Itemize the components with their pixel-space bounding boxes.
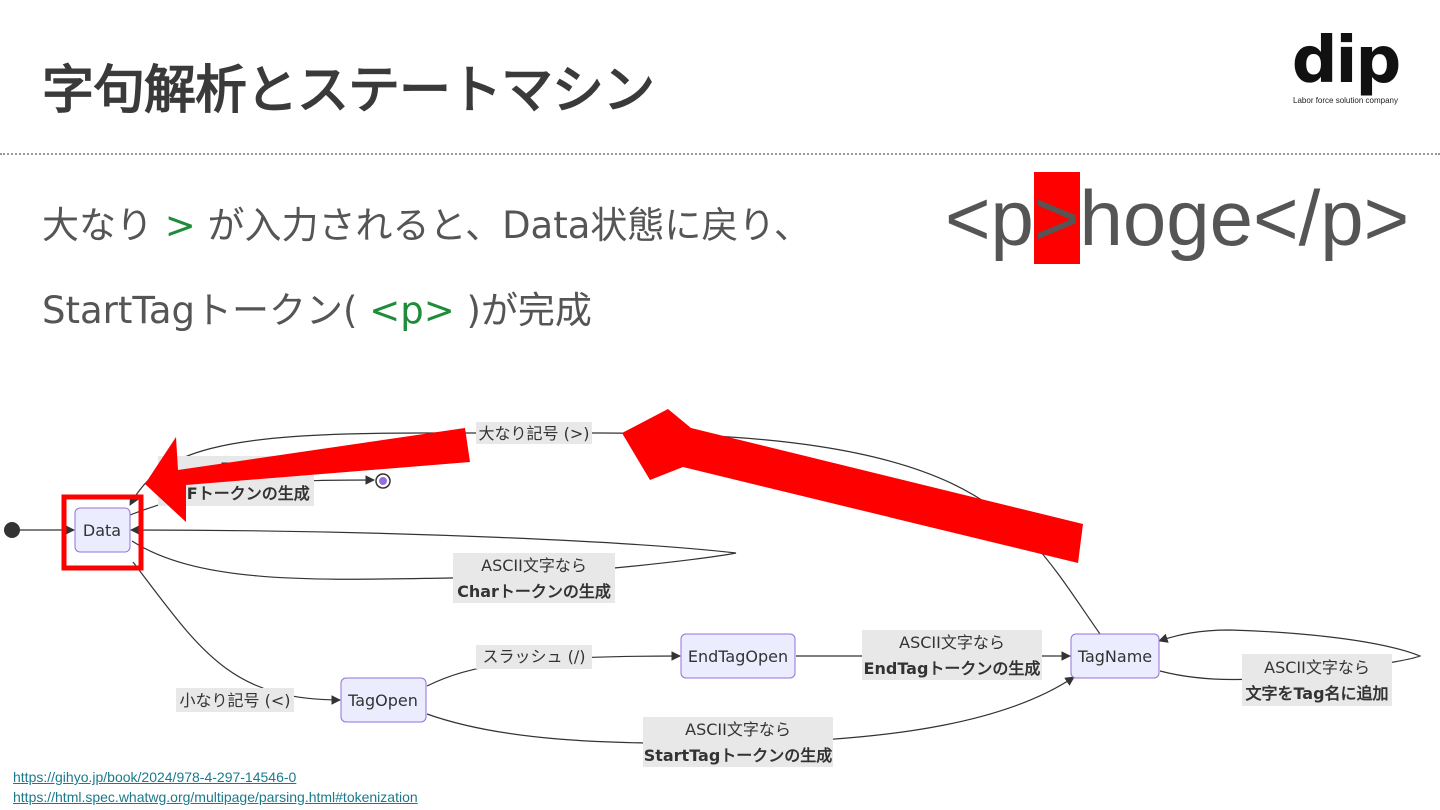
desc1-after: が入力されると、Data状態に戻り、 — [207, 204, 811, 247]
code-before: <p — [945, 174, 1034, 262]
reference-link-whatwg[interactable]: https://html.spec.whatwg.org/multipage/p… — [13, 789, 418, 805]
eof-label-line2: EOFトークンの生成 — [162, 484, 309, 503]
char-label-line1: ASCII文字なら — [481, 556, 587, 575]
slide-title: 字句解析とステートマシン — [42, 61, 655, 121]
node-tag-name-box — [1070, 633, 1160, 679]
red-arrow-left — [145, 428, 470, 522]
start-tag-label-line1: ASCII文字なら — [685, 720, 791, 739]
greater-than-label-bg — [476, 422, 592, 444]
node-data-box — [74, 507, 131, 553]
node-end-tag-open-label: EndTagOpen — [688, 647, 788, 666]
start-tag-label-line2: StartTagトークンの生成 — [644, 746, 833, 765]
end-tag-label-line2: EndTagトークンの生成 — [864, 659, 1041, 678]
node-end-tag-open-box — [680, 633, 796, 679]
code-sample: <p>hoge</p> — [945, 172, 1409, 264]
company-logo: dip Labor force solution company — [1278, 28, 1413, 105]
edge-data-char-loop — [130, 525, 737, 580]
start-tag-label-bg — [643, 717, 833, 767]
node-tag-open: TagOpen — [340, 677, 427, 723]
node-data-label: Data — [83, 521, 121, 540]
less-than-label-bg — [176, 688, 294, 712]
edge-data-to-tagopen — [132, 561, 341, 705]
tag-name-label-bg — [1242, 654, 1392, 706]
logo-wordmark: dip — [1291, 24, 1402, 98]
slash-label-bg — [476, 645, 592, 669]
description-line-2: StartTagトークン( <p> )が完成 — [42, 280, 592, 334]
red-arrow-right — [622, 409, 1083, 563]
char-label-line2: Charトークンの生成 — [457, 582, 611, 601]
logo-tagline: Labor force solution company — [1293, 96, 1398, 105]
tag-name-label-line2: 文字をTag名に追加 — [1245, 684, 1388, 703]
char-label-bg — [453, 553, 615, 603]
node-tag-open-label: TagOpen — [347, 691, 418, 710]
end-tag-label-bg — [862, 630, 1042, 680]
node-data: Data — [74, 507, 131, 553]
slash-label: スラッシュ (/) — [483, 647, 586, 666]
node-tag-open-box — [340, 677, 427, 723]
reference-link-gihyo[interactable]: https://gihyo.jp/book/2024/978-4-297-145… — [13, 769, 297, 785]
description-line-1: 大なり > が入力されると、Data状態に戻り、 — [42, 195, 811, 249]
desc1-before: 大なり — [42, 204, 153, 247]
greater-than-label: 大なり記号 (>) — [479, 424, 590, 443]
data-node-highlight-box — [61, 494, 144, 571]
desc2-symbol: <p> — [369, 289, 455, 332]
end-state — [375, 473, 391, 489]
node-tag-name: TagName — [1070, 633, 1160, 679]
less-than-label: 小なり記号 (<) — [180, 691, 291, 710]
title-divider — [0, 153, 1440, 155]
code-highlight: > — [1033, 172, 1080, 264]
code-after: hoge</p> — [1079, 174, 1410, 262]
edge-labels: 大なり記号 (>) EOF EOFトークンの生成 ASCII文字なら Charト… — [158, 422, 1392, 767]
references: https://gihyo.jp/book/2024/978-4-297-145… — [13, 767, 418, 807]
desc2-before: StartTagトークン( — [42, 289, 358, 332]
tag-name-label-line1: ASCII文字なら — [1264, 658, 1370, 677]
start-state — [4, 522, 20, 538]
node-end-tag-open: EndTagOpen — [680, 633, 796, 679]
end-state-inner — [379, 477, 387, 485]
end-tag-label-line1: ASCII文字なら — [899, 633, 1005, 652]
desc2-after: )が完成 — [466, 289, 592, 332]
desc1-symbol: > — [164, 204, 196, 247]
node-tag-name-label: TagName — [1077, 647, 1152, 666]
